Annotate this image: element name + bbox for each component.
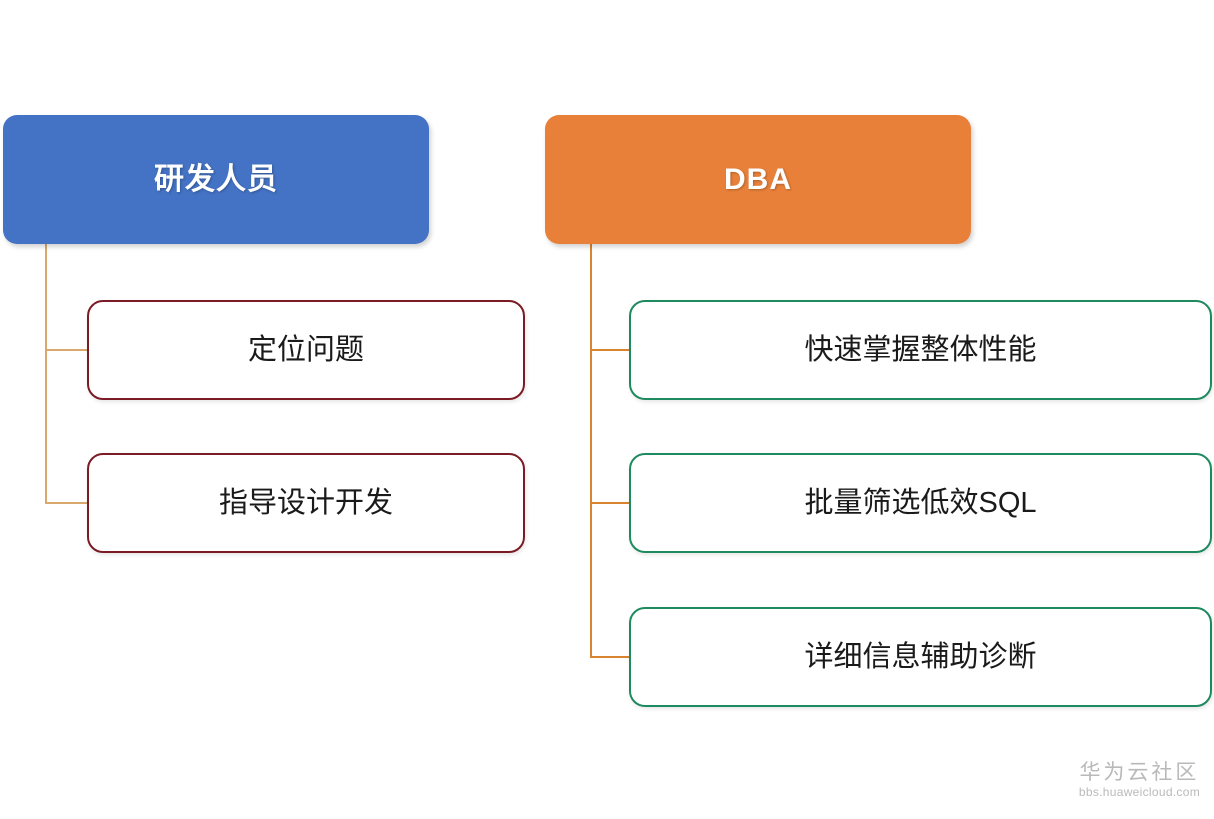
connector-branch-dba-2	[590, 502, 630, 504]
root-node-dev[interactable]: 研发人员	[3, 115, 429, 244]
connector-trunk-dba	[590, 243, 592, 658]
leaf-node-dev-1-label: 定位问题	[247, 333, 364, 366]
connector-trunk-dev	[45, 243, 47, 504]
leaf-node-dba-1[interactable]: 快速掌握整体性能	[629, 300, 1212, 400]
leaf-node-dba-3-label: 详细信息辅助诊断	[804, 640, 1037, 673]
root-node-dba[interactable]: DBA	[545, 115, 971, 244]
watermark: 华为云社区 bbs.huaweicloud.com	[1079, 761, 1200, 801]
connector-branch-dev-1	[45, 349, 87, 351]
leaf-node-dev-2-label: 指导设计开发	[218, 486, 393, 519]
connector-branch-dev-2	[45, 502, 87, 504]
leaf-node-dba-2[interactable]: 批量筛选低效SQL	[629, 453, 1212, 553]
leaf-node-dev-2[interactable]: 指导设计开发	[87, 453, 525, 553]
watermark-url: bbs.huaweicloud.com	[1078, 785, 1200, 800]
watermark-name: 华为云社区	[1079, 761, 1200, 785]
leaf-node-dev-1[interactable]: 定位问题	[87, 300, 525, 400]
connector-branch-dba-3	[590, 656, 630, 658]
leaf-node-dba-1-label: 快速掌握整体性能	[804, 333, 1037, 366]
connector-branch-dba-1	[590, 349, 630, 351]
leaf-node-dba-3[interactable]: 详细信息辅助诊断	[629, 607, 1212, 707]
leaf-node-dba-2-label: 批量筛选低效SQL	[804, 486, 1037, 519]
root-node-dba-label: DBA	[724, 162, 792, 196]
root-node-dev-label: 研发人员	[154, 162, 278, 196]
